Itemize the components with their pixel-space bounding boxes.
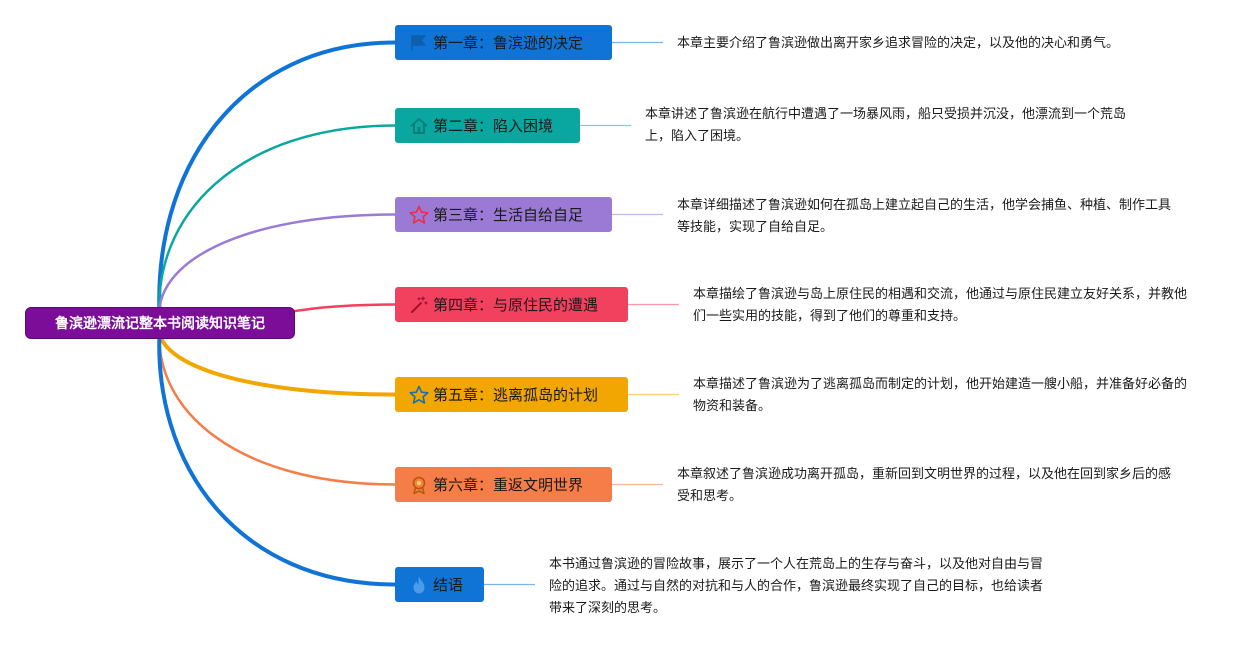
chapter-description-1: 本章主要介绍了鲁滨逊做出离开家乡追求冒险的决定，以及他的决心和勇气。 (677, 36, 1120, 51)
star-icon (409, 205, 429, 225)
chapter-node-3[interactable]: 第三章：生活自给自足 (395, 197, 612, 232)
branch-connector-3 (158, 213, 397, 325)
flame-icon (409, 575, 429, 595)
branch-connector-2 (157, 124, 397, 325)
chapter-node-label: 第四章：与原住民的遭遇 (433, 296, 599, 314)
conclusion-description: 本书通过鲁滨逊的冒险故事，展示了一个人在荒岛上的生存与奋斗，以及他对自由与冒险的… (549, 557, 1044, 616)
chapter-node-label: 第一章：鲁滨逊的决定 (433, 34, 584, 52)
branch-connector-6 (157, 321, 397, 486)
chapter-node-1[interactable]: 第一章：鲁滨逊的决定 (395, 25, 612, 60)
root-topic-label: 鲁滨逊漂流记整本书阅读知识笔记 (55, 316, 265, 332)
chapter-node-2[interactable]: 第二章：陷入困境 (395, 108, 580, 143)
chapter-node-4[interactable]: 第四章：与原住民的遭遇 (395, 287, 628, 322)
chapter-node-5[interactable]: 第五章：逃离孤岛的计划 (395, 377, 628, 412)
chapter-description-4: 本章描绘了鲁滨逊与岛上原住民的相遇和交流，他通过与原住民建立友好关系，并教他们一… (693, 287, 1188, 324)
home-icon (409, 116, 429, 136)
branch-connector-1 (157, 40, 397, 325)
chapter-node-label: 第五章：逃离孤岛的计划 (433, 386, 599, 404)
branch-connector-7 (157, 321, 397, 587)
chapter-description-6: 本章叙述了鲁滨逊成功离开孤岛，重新回到文明世界的过程，以及他在回到家乡后的感受和… (677, 467, 1172, 504)
flag-icon (409, 33, 429, 53)
chapter-node-label: 第三章：生活自给自足 (433, 206, 584, 224)
conclusion-node[interactable]: 结语 (395, 567, 484, 602)
chapter-description-2: 本章讲述了鲁滨逊在航行中遭遇了一场暴风雨，船只受损并沉没，他漂流到一个荒岛上，陷… (645, 107, 1127, 144)
chapter-description-5: 本章描述了鲁滨逊为了逃离孤岛而制定的计划，他开始建造一艘小船，并准备好必备的物资… (693, 377, 1188, 414)
star-outline-icon (409, 385, 429, 405)
medal-icon (409, 475, 429, 495)
chapter-node-label: 结语 (433, 576, 464, 594)
magic-wand-icon (409, 295, 429, 315)
root-topic[interactable]: 鲁滨逊漂流记整本书阅读知识笔记 (25, 307, 295, 339)
chapter-node-label: 第二章：陷入困境 (433, 117, 554, 135)
chapter-node-6[interactable]: 第六章：重返文明世界 (395, 467, 612, 502)
chapter-description-3: 本章详细描述了鲁滨逊如何在孤岛上建立起自己的生活，他学会捕鱼、种植、制作工具等技… (677, 198, 1172, 235)
chapter-node-label: 第六章：重返文明世界 (433, 476, 584, 494)
